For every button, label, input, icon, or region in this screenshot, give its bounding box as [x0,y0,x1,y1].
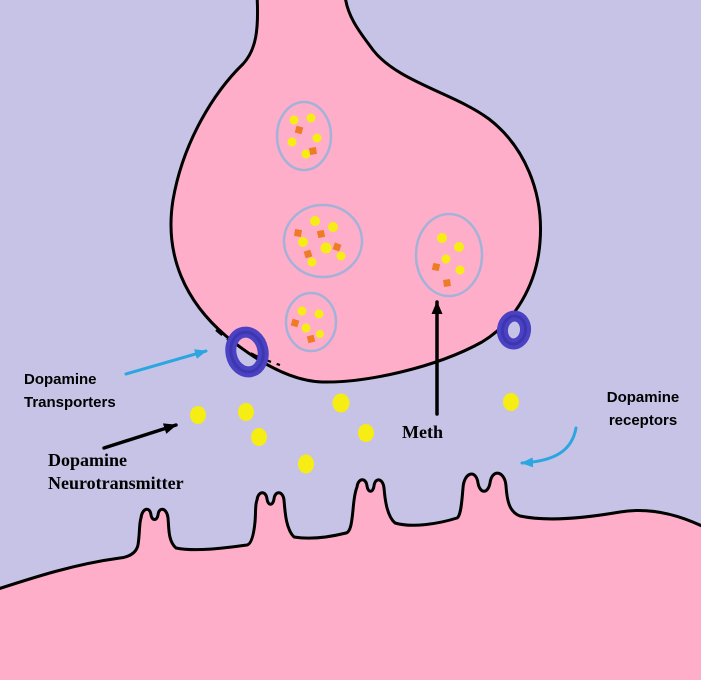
dopamine-molecule [251,428,267,446]
vesicle-contents [287,113,322,159]
dopamine-molecule [310,216,320,226]
meth-molecule [316,229,326,239]
vesicle [414,212,484,298]
dopamine-molecule [298,454,314,474]
vesicle-contents [293,216,346,267]
transporters-arrow [124,349,208,376]
dopamine-molecule [289,115,299,125]
vesicle [284,291,338,353]
meth-molecule [308,146,318,156]
vesicle-contents [431,233,465,287]
dopamine-molecule [503,393,519,411]
dopamine-molecule [358,424,374,442]
meth-label: Meth [402,421,443,444]
meth-molecule [294,125,304,135]
dopamine-molecule [298,237,308,247]
neurotransmitter-label-line1: Dopamine [48,450,128,470]
dopamine-molecule [307,257,317,267]
transporters-label-line2: Transporters [24,394,116,411]
transporters-label-line1: Dopamine [24,371,97,388]
dopamine-molecule [441,254,451,264]
receptors-label: Dopamine receptors [596,386,690,432]
meth-molecule [293,228,303,238]
meth-label-text: Meth [402,422,443,442]
dopamine-molecule [301,149,311,159]
meth-molecule [306,334,316,344]
dopamine-molecule [328,222,338,232]
dopamine-molecule [312,133,322,143]
meth-molecule [443,279,451,287]
dopamine-molecule [454,242,464,252]
vesicle [282,203,364,279]
vesicle [275,100,333,172]
meth-molecule [332,242,342,252]
receptors-label-line2: receptors [608,412,678,429]
dashed-membrane-segment [215,329,281,367]
neurotransmitter-label-line2: Neurotransmitter [48,473,184,493]
dopamine-molecule [320,242,332,254]
dopamine-molecule [314,309,324,319]
dopamine-molecule [306,113,316,123]
receptors-label-line1: Dopamine [606,389,680,406]
presynaptic-terminal [169,0,543,384]
dopamine-molecule [301,323,311,333]
postsynaptic-membrane [0,471,701,680]
transporters-label: Dopamine Transporters [24,368,116,414]
dopamine-molecule [287,137,297,147]
synaptic-vesicles [275,100,484,353]
dopamine-molecule [316,330,324,338]
dopamine-molecule [332,393,350,413]
dopamine-molecule [437,233,447,243]
dopamine-molecule [297,306,307,316]
dopamine-transporter-right [496,310,532,350]
meth-molecule [303,249,313,259]
receptors-arrow [520,426,578,468]
dopamine-transporter-left [225,326,269,378]
meth-molecule [431,262,441,272]
neurotransmitter-arrow [102,423,178,450]
neurotransmitter-label: Dopamine Neurotransmitter [48,449,184,495]
dopamine-molecule [238,403,254,421]
cleft-dopamine-molecules [190,393,519,474]
meth-molecule [290,318,300,328]
dopamine-molecule [455,265,465,275]
vesicle-contents [290,306,324,344]
dopamine-molecule [190,406,206,424]
dopamine-molecule [336,251,346,261]
